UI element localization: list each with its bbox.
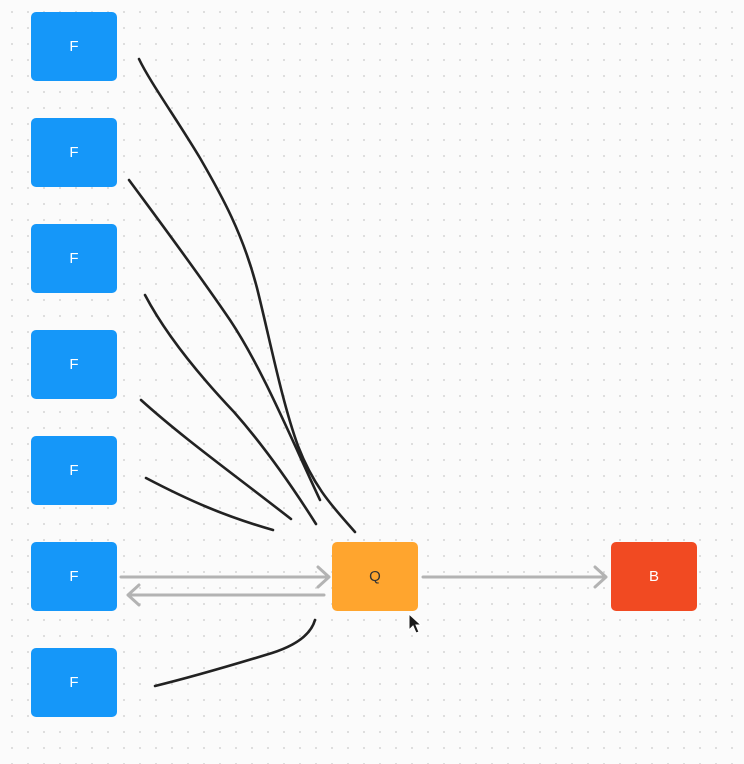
arrow-f-to-q[interactable] xyxy=(119,565,331,589)
f-node-6[interactable]: F xyxy=(31,542,117,611)
f-node-1-label: F xyxy=(69,38,79,55)
ink-stroke-5[interactable] xyxy=(144,476,275,532)
f-node-5[interactable]: F xyxy=(31,436,117,505)
ink-stroke-3[interactable] xyxy=(143,293,318,526)
ink-stroke-2[interactable] xyxy=(127,178,322,502)
b-node-label: B xyxy=(648,568,659,585)
f-node-4-label: F xyxy=(69,356,79,373)
ink-strokes-group xyxy=(127,57,357,688)
arrow-q-to-b[interactable] xyxy=(421,565,608,589)
ink-stroke-6[interactable] xyxy=(153,618,317,688)
b-node[interactable]: B xyxy=(611,542,697,611)
f-node-4[interactable]: F xyxy=(31,330,117,399)
f-node-2-label: F xyxy=(69,144,79,161)
f-node-5-label: F xyxy=(69,462,79,479)
ink-stroke-1[interactable] xyxy=(137,57,357,534)
arrow-q-to-f[interactable] xyxy=(126,583,326,607)
q-node-label: Q xyxy=(369,568,381,585)
q-node[interactable]: Q xyxy=(332,542,418,611)
f-node-3-label: F xyxy=(69,250,79,267)
f-node-1[interactable]: F xyxy=(31,12,117,81)
f-node-7[interactable]: F xyxy=(31,648,117,717)
f-node-7-label: F xyxy=(69,674,79,691)
f-node-2[interactable]: F xyxy=(31,118,117,187)
mouse-pointer-arrow-icon xyxy=(408,612,423,634)
ink-stroke-4[interactable] xyxy=(139,398,293,521)
f-node-6-label: F xyxy=(69,568,79,585)
f-node-3[interactable]: F xyxy=(31,224,117,293)
